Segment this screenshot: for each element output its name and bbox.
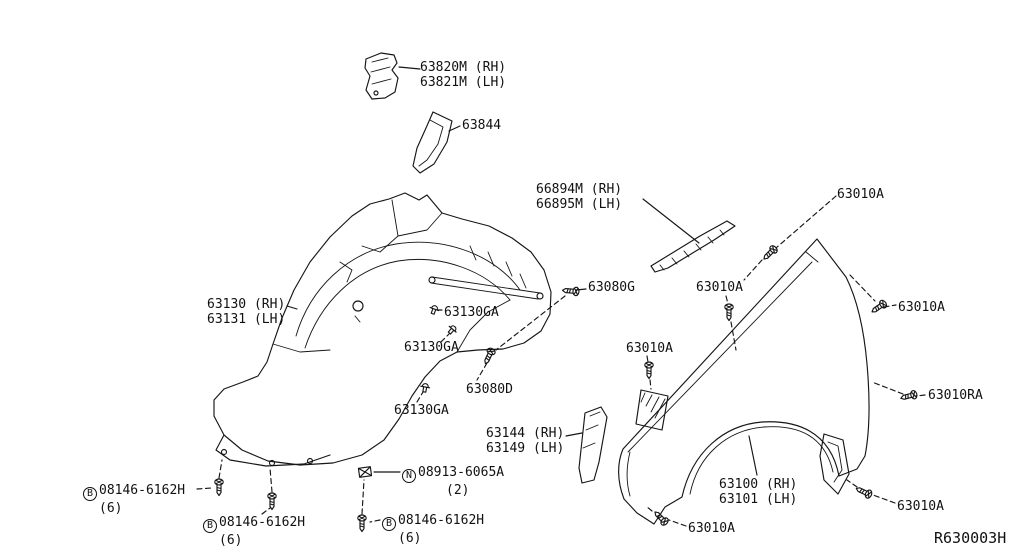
part-number: 63080D	[466, 382, 513, 397]
bolt-icon	[357, 514, 367, 533]
part-number: 63820M (RH)	[420, 60, 507, 75]
part-number: 63131 (LH)	[207, 312, 286, 327]
bolt-icon	[214, 478, 224, 497]
clip-icon	[445, 323, 459, 337]
label-66894m[interactable]: 66894M (RH) 66895M (LH)	[536, 182, 622, 212]
label-63130ga-2[interactable]: 63130GA	[404, 340, 459, 355]
part-qty: (6)	[398, 531, 422, 546]
nut-icon	[357, 466, 373, 478]
label-63010ra[interactable]: 63010RA	[928, 388, 983, 403]
part-number: 63010A	[837, 187, 884, 202]
label-63844[interactable]: 63844	[462, 118, 501, 133]
label-63100[interactable]: 63100 (RH) 63101 (LH)	[719, 477, 797, 507]
bolt-icon	[267, 492, 277, 511]
part-art-pillar-strip	[578, 406, 608, 484]
part-number: 63130GA	[394, 403, 449, 418]
label-63820m[interactable]: 63820M (RH) 63821M (LH)	[420, 60, 506, 90]
bolt-icon	[644, 361, 654, 380]
circled-b-icon: B	[83, 487, 97, 501]
part-number: 63080G	[588, 280, 635, 295]
part-number: 63010A	[688, 521, 735, 536]
label-63010a-4[interactable]: 63010A	[626, 341, 673, 356]
part-number: 63844	[462, 118, 502, 133]
label-63130[interactable]: 63130 (RH) 63131 (LH)	[207, 297, 285, 327]
part-art-front-fender	[618, 238, 870, 525]
clip-icon	[419, 382, 431, 394]
label-63130ga-3[interactable]: 63130GA	[394, 403, 449, 418]
part-art-seal-63844	[412, 111, 453, 174]
part-art-cowl-strip	[650, 220, 736, 273]
label-63010a-6[interactable]: 63010A	[688, 521, 735, 536]
bolt-icon	[724, 303, 734, 322]
part-number: 63010RA	[928, 388, 983, 403]
part-number: 63101 (LH)	[719, 492, 798, 507]
part-number: 63130GA	[404, 340, 459, 355]
part-art-bracket-63820	[364, 52, 399, 100]
part-qty: (6)	[99, 501, 123, 516]
part-number: 63144 (RH)	[486, 426, 565, 441]
part-qty: (6)	[219, 533, 243, 548]
leader-lines	[286, 66, 758, 476]
part-number: 63010A	[626, 341, 673, 356]
label-63130ga-1[interactable]: 63130GA	[444, 305, 499, 320]
part-qty: (2)	[446, 483, 470, 498]
part-number: 63010A	[696, 280, 743, 295]
label-63080g[interactable]: 63080G	[588, 280, 635, 295]
part-number: 63100 (RH)	[719, 477, 798, 492]
bolt-icon	[561, 285, 580, 297]
part-number: 08146-6162H	[99, 483, 186, 498]
part-number: 63149 (LH)	[486, 441, 565, 456]
label-63010a-5[interactable]: 63010A	[897, 499, 944, 514]
part-number: 63821M (LH)	[420, 75, 507, 90]
label-63144[interactable]: 63144 (RH) 63149 (LH)	[486, 426, 564, 456]
circled-b-icon: B	[203, 519, 217, 533]
part-number: 63130 (RH)	[207, 297, 286, 312]
bolt-icon	[760, 243, 780, 263]
bolt-icon	[899, 389, 919, 403]
label-63010a-1[interactable]: 63010A	[837, 187, 884, 202]
part-number: 08146-6162H	[219, 515, 306, 530]
part-number: 63130GA	[444, 305, 499, 320]
part-number: 66895M (LH)	[536, 197, 623, 212]
label-63010a-3[interactable]: 63010A	[696, 280, 743, 295]
part-number: 08913-6065A	[418, 465, 505, 480]
circled-b-icon: B	[382, 517, 396, 531]
part-art-fender-protector	[213, 192, 552, 467]
label-63080d[interactable]: 63080D	[466, 382, 513, 397]
part-number: 63010A	[898, 300, 945, 315]
diagram-ref-code: R630003H	[934, 529, 1007, 547]
circled-n-icon: N	[402, 469, 416, 483]
fastener-leader-lines	[196, 195, 926, 527]
part-number: 63010A	[897, 499, 944, 514]
part-number: 08146-6162H	[398, 513, 485, 528]
fastener-icons	[214, 243, 919, 533]
part-number: 66894M (RH)	[536, 182, 623, 197]
label-63010a-2[interactable]: 63010A	[898, 300, 945, 315]
